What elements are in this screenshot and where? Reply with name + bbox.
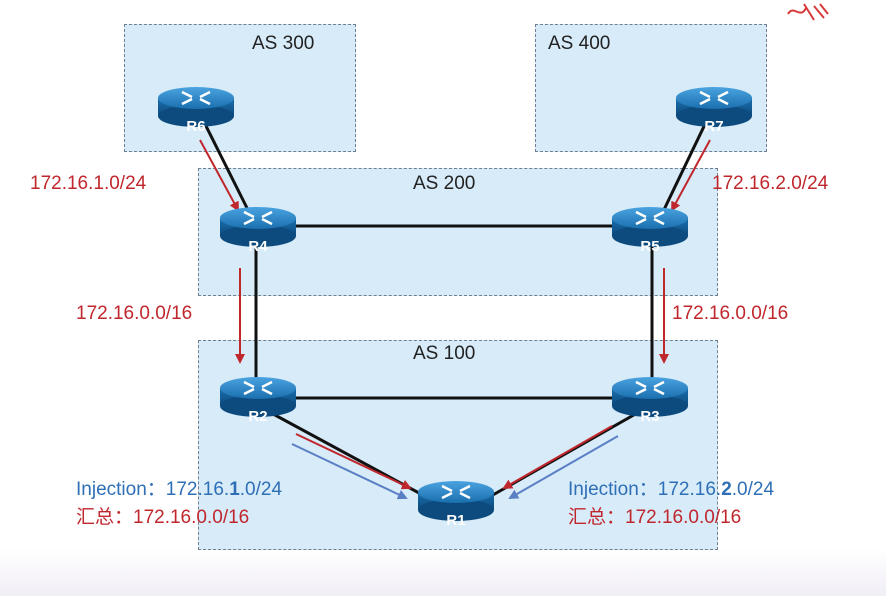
as300-region <box>124 24 356 152</box>
left-injection-label: Injection： <box>76 479 166 500</box>
right-injection-prefix-c: .0/24 <box>731 479 775 500</box>
as200-label: AS 200 <box>413 173 476 194</box>
arrow-r2-to-r1-summary <box>295 433 412 490</box>
arrow-r2-to-r1-injection <box>291 443 408 500</box>
arrow-r6-to-r4 <box>199 139 239 212</box>
prefix-r4-to-r2: 172.16.0.0/16 <box>76 303 193 324</box>
router-r7: R7 <box>676 87 752 135</box>
right-summary-label: 汇总： <box>568 507 626 528</box>
router-r1: R1 <box>418 481 494 529</box>
left-injection-prefix-a: 172.16. <box>165 479 230 500</box>
link-r7-r5 <box>658 117 710 219</box>
links <box>200 117 710 502</box>
prefix-r5-to-r3: 172.16.0.0/16 <box>672 303 789 324</box>
router-r5: R5 <box>612 207 688 255</box>
right-injection-note: Injection：172.16.2.0/24 <box>568 474 774 501</box>
left-injection-prefix-b: 1 <box>229 479 240 500</box>
router-r2-label: R2 <box>248 408 267 425</box>
prefix-r6-to-r4: 172.16.1.0/24 <box>30 173 147 194</box>
router-r5-label: R5 <box>640 238 659 255</box>
link-r6-r4 <box>200 117 254 219</box>
prefix-r7-to-r5: 172.16.2.0/24 <box>712 173 829 194</box>
right-injection-prefix-a: 172.16. <box>657 479 722 500</box>
router-r4: R4 <box>220 207 296 255</box>
router-r6: R6 <box>158 87 234 135</box>
router-r2: R2 <box>220 377 296 425</box>
arrow-r3-to-r1-summary <box>502 425 613 489</box>
left-summary-prefix: 172.16.0.0/16 <box>133 507 250 528</box>
as300-label: AS 300 <box>252 33 315 54</box>
router-r4-label: R4 <box>248 238 268 255</box>
right-injection-prefix-b: 2 <box>721 479 732 500</box>
router-r3: R3 <box>612 377 688 425</box>
right-summary-note: 汇总：172.16.0.0/16 <box>568 502 741 529</box>
router-r7-label: R7 <box>704 118 723 135</box>
router-r6-label: R6 <box>186 118 205 135</box>
left-summary-label: 汇总： <box>76 507 134 528</box>
left-injection-prefix-c: .0/24 <box>239 479 283 500</box>
handwritten-scribble <box>787 3 829 21</box>
arrow-r7-to-r5 <box>671 139 711 212</box>
router-r3-label: R3 <box>640 408 659 425</box>
as400-label: AS 400 <box>548 33 611 54</box>
right-injection-label: Injection： <box>568 479 658 500</box>
right-summary-prefix: 172.16.0.0/16 <box>625 507 742 528</box>
arrow-r3-to-r1-injection <box>508 435 619 499</box>
advertisement-arrows <box>199 139 711 500</box>
left-injection-note: Injection：172.16.1.0/24 <box>76 474 282 501</box>
router-r1-label: R1 <box>446 512 465 529</box>
as100-label: AS 100 <box>413 343 476 364</box>
bottom-fade <box>0 548 886 596</box>
left-summary-note: 汇总：172.16.0.0/16 <box>76 502 249 529</box>
